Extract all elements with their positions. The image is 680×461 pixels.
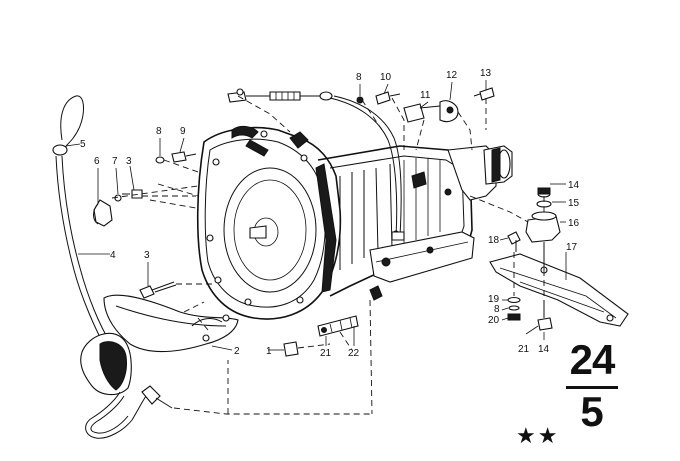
callout-7: 7 <box>112 156 118 167</box>
callout-1: 1 <box>266 346 272 357</box>
page-number: 5 <box>580 388 604 435</box>
callout-3-lower: 3 <box>144 250 150 261</box>
assembly-lines <box>111 95 545 415</box>
callout-2: 2 <box>234 346 240 357</box>
group-number: 24 <box>569 336 616 383</box>
callout-18: 18 <box>488 235 500 246</box>
callout-13: 13 <box>480 68 492 79</box>
leader-lines <box>65 80 567 351</box>
bolt-part <box>139 281 177 299</box>
callout-19: 19 <box>488 294 500 305</box>
selector-cable-part <box>227 88 405 241</box>
callout-14-lower: 14 <box>538 344 550 355</box>
callout-8-left: 8 <box>156 126 162 137</box>
callout-9: 9 <box>180 126 186 137</box>
callout-17: 17 <box>566 242 578 253</box>
callout-14-upper: 14 <box>568 180 580 191</box>
callout-5: 5 <box>80 139 86 150</box>
callout-labels: 1 2 3 3 4 5 6 7 8 8 8 9 10 11 12 13 14 1… <box>80 68 580 359</box>
callout-15: 15 <box>568 198 580 209</box>
callout-12: 12 <box>446 70 458 81</box>
transmission-mount-part <box>489 187 629 331</box>
callout-3-upper: 3 <box>126 156 132 167</box>
callout-20: 20 <box>488 315 500 326</box>
small-fastener-part <box>283 315 359 357</box>
fraction-divider <box>566 386 618 389</box>
callout-8-right: 8 <box>494 304 500 315</box>
dipstick-tube-part <box>52 95 173 439</box>
callout-16: 16 <box>568 218 580 229</box>
cover-plate-part <box>103 294 239 353</box>
callout-10: 10 <box>380 72 392 83</box>
callout-21-center: 21 <box>320 348 332 359</box>
callout-21-right: 21 <box>518 344 530 355</box>
callout-6: 6 <box>94 156 100 167</box>
callout-4: 4 <box>110 250 116 261</box>
rating-stars-icon: ★★ <box>516 423 560 448</box>
callout-22: 22 <box>348 348 360 359</box>
callout-11: 11 <box>420 90 431 101</box>
automatic-transmission-part <box>196 125 513 320</box>
bolt-washer-part <box>155 151 197 164</box>
callout-8-top: 8 <box>356 72 362 83</box>
clamp-bracket-part <box>93 189 143 227</box>
